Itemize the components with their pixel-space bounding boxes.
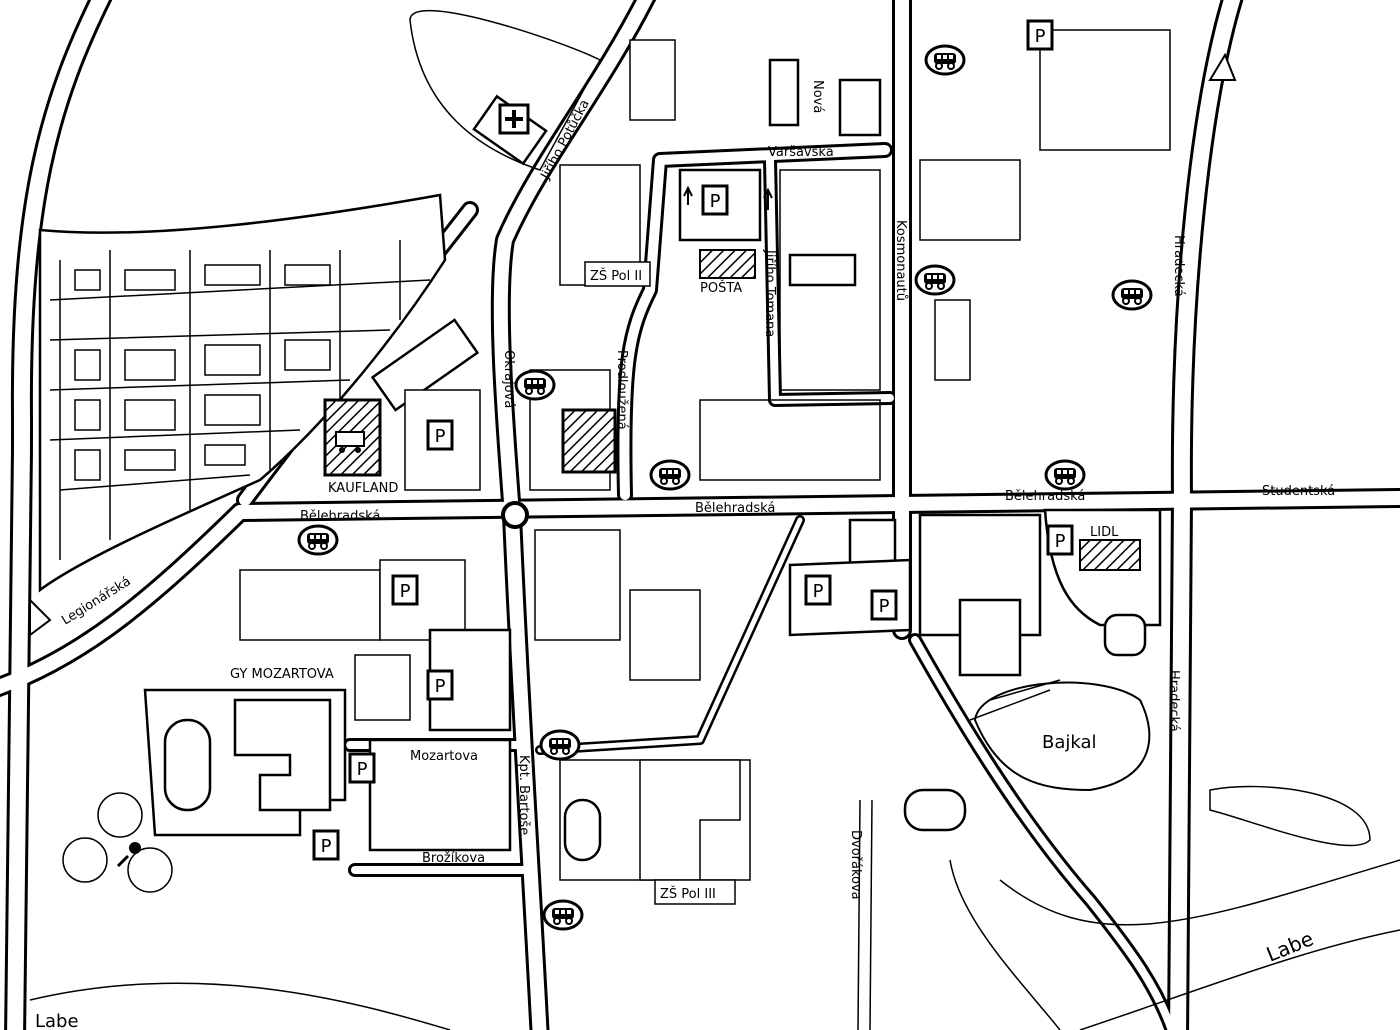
street-kosmonautu: Kosmonautů bbox=[893, 220, 908, 301]
svg-text:P: P bbox=[1055, 531, 1066, 552]
roundabout bbox=[501, 501, 529, 529]
residential-blocks bbox=[38, 193, 447, 593]
svg-text:P: P bbox=[321, 836, 332, 857]
svg-text:P: P bbox=[435, 676, 446, 697]
label-zs-pol-ii: ZŠ Pol II bbox=[590, 268, 642, 284]
street-dvorakova: Dvořákova bbox=[848, 830, 863, 900]
street-mozartova: Mozartova bbox=[410, 749, 478, 764]
place-labels: ZŠ Pol II POŠTA KAUFLAND LIDL GY MOZARTO… bbox=[35, 261, 1317, 1030]
tennis-icon bbox=[116, 842, 141, 868]
yield-sign-icon bbox=[29, 52, 1237, 637]
street-belehradska-east: Bělehradská bbox=[1005, 489, 1085, 504]
svg-text:P: P bbox=[357, 759, 368, 780]
label-posta: POŠTA bbox=[700, 280, 742, 296]
svg-text:P: P bbox=[710, 191, 721, 212]
svg-text:P: P bbox=[435, 426, 446, 447]
label-zs-pol-iii: ZŠ Pol III bbox=[660, 886, 716, 902]
street-jiriho-tomana: Jiřího Tomana bbox=[762, 249, 777, 337]
one-way-arrow-icon bbox=[683, 185, 773, 210]
street-brozikova: Brožíkova bbox=[422, 851, 485, 866]
label-gy-mozartova: GY MOZARTOVA bbox=[230, 667, 334, 682]
hospital-cross-icon bbox=[498, 103, 530, 135]
street-hradecka-south: Hradecká bbox=[1166, 670, 1181, 732]
street-nova: Nová bbox=[810, 80, 825, 113]
street-prodlouzena: Prodloužená bbox=[614, 350, 629, 430]
svg-text:P: P bbox=[813, 581, 824, 602]
street-hradecka-north: Hradecká bbox=[1171, 235, 1186, 297]
svg-text:P: P bbox=[400, 581, 411, 602]
street-jiriho-potucka: Jiřího Potůčka bbox=[538, 97, 593, 182]
street-belehradska-center: Bělehradská bbox=[695, 501, 775, 516]
label-bajkal: Bajkal bbox=[1042, 732, 1097, 753]
street-studentska: Studentská bbox=[1262, 484, 1335, 499]
street-belehradska-west: Bělehradská bbox=[300, 509, 380, 524]
street-varsavska: Varšavská bbox=[768, 145, 834, 160]
label-labe-west: Labe bbox=[35, 1011, 79, 1030]
svg-text:P: P bbox=[1035, 26, 1046, 47]
shopping-cart-icon bbox=[335, 431, 365, 453]
parking-icon: P P P P P P P P P P bbox=[312, 19, 1074, 861]
label-kaufland: KAUFLAND bbox=[328, 481, 398, 496]
svg-text:P: P bbox=[879, 596, 890, 617]
street-okrajova: Okrajová bbox=[501, 350, 516, 408]
street-kpt-bartose: Kpt. Bartoše bbox=[516, 755, 531, 835]
label-labe-east: Labe bbox=[1263, 926, 1317, 966]
label-lidl: LIDL bbox=[1090, 525, 1119, 540]
